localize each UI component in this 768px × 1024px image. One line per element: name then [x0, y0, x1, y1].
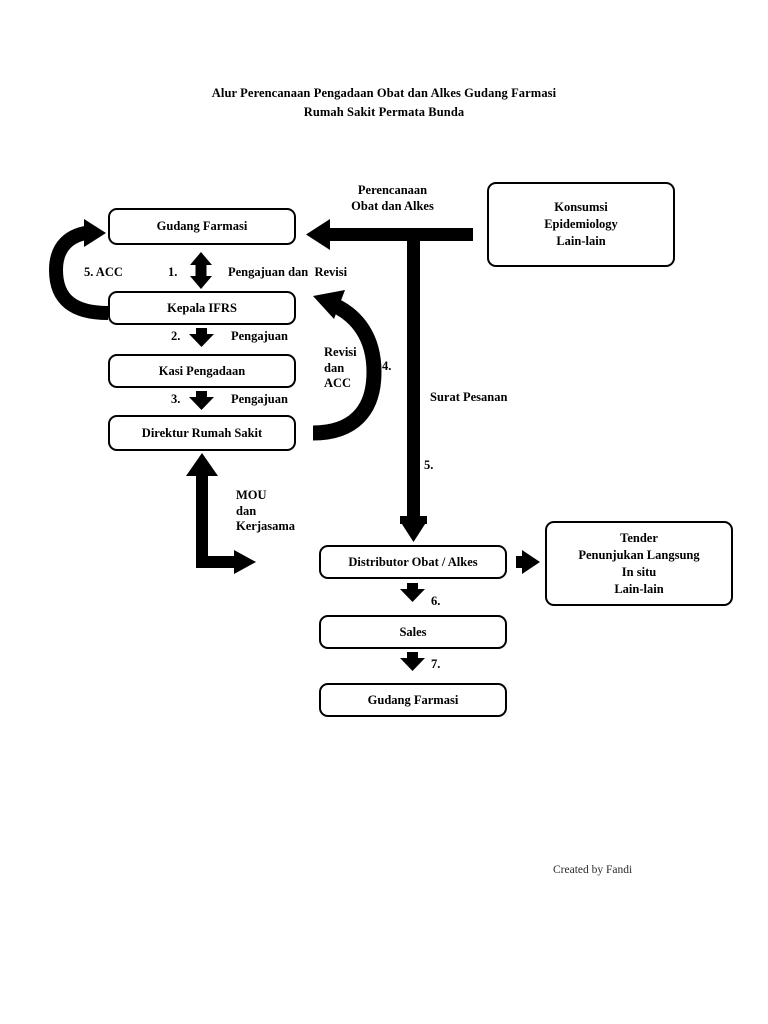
node-distributor[interactable]: Distributor Obat / Alkes: [319, 545, 507, 579]
label-step-5: 5.: [424, 458, 434, 472]
label-step-6: 6.: [431, 594, 441, 608]
label-perencanaan: Perencanaan Obat dan Alkes: [351, 183, 434, 213]
title-line-2: Rumah Sakit Permata Bunda: [303, 105, 465, 119]
edge-pengajuan-revisi-double: [190, 252, 212, 289]
edge-step-6: [400, 583, 425, 602]
node-label: Kepala IFRS: [167, 300, 237, 315]
credit-text: Created by Fandi: [553, 864, 633, 876]
label-step-1: 1.: [168, 265, 178, 279]
node-gudang-farmasi-bottom[interactable]: Gudang Farmasi: [319, 683, 507, 717]
label-mou: MOU dan Kerjasama: [236, 488, 296, 533]
label-pengajuan-3: Pengajuan: [231, 392, 288, 406]
node-label: Gudang Farmasi: [367, 692, 459, 707]
node-direktur-rumah-sakit[interactable]: Direktur Rumah Sakit: [108, 415, 296, 451]
label-step-7: 7.: [431, 657, 441, 671]
node-label: Gudang Farmasi: [156, 219, 248, 233]
label-pengajuan-revisi: Pengajuan dan Revisi: [228, 265, 348, 279]
label-step-2: 2.: [171, 329, 181, 343]
page-title: Alur Perencanaan Pengadaan Obat dan Alke…: [0, 84, 768, 122]
edge-pengajuan-2: [189, 328, 214, 347]
node-label: Direktur Rumah Sakit: [141, 425, 263, 440]
node-gudang-farmasi-top[interactable]: Gudang Farmasi: [108, 208, 296, 245]
label-pengajuan-2: Pengajuan: [231, 329, 288, 343]
node-label: Kasi Pengadaan: [158, 363, 246, 378]
label-revisi-dan-acc: Revisi dan ACC: [324, 345, 357, 390]
node-kepala-ifrs[interactable]: Kepala IFRS: [108, 291, 296, 325]
node-label: Distributor Obat / Alkes: [348, 554, 478, 569]
node-konsumsi[interactable]: Konsumsi Epidemiology Lain-lain: [487, 182, 675, 267]
node-label: Sales: [399, 624, 427, 639]
node-label: Tender Penunjukan Langsung In situ Lain-…: [578, 530, 700, 596]
edge-distributor-tender: [516, 550, 540, 574]
label-step-3: 3.: [171, 392, 181, 406]
edge-perencanaan-tee: [306, 219, 473, 250]
label-step-4: 4.: [382, 359, 392, 373]
title-line-1: Alur Perencanaan Pengadaan Obat dan Alke…: [211, 86, 557, 100]
label-surat-pesanan: Surat Pesanan: [430, 390, 508, 404]
edge-surat-pesanan: [400, 228, 427, 542]
node-sales[interactable]: Sales: [319, 615, 507, 649]
edge-pengajuan-3: [189, 391, 214, 410]
node-label: Konsumsi Epidemiology Lain-lain: [544, 200, 618, 248]
label-acc-5: 5. ACC: [84, 265, 123, 279]
edge-step-7: [400, 652, 425, 671]
node-kasi-pengadaan[interactable]: Kasi Pengadaan: [108, 354, 296, 388]
node-tender[interactable]: Tender Penunjukan Langsung In situ Lain-…: [545, 521, 733, 606]
